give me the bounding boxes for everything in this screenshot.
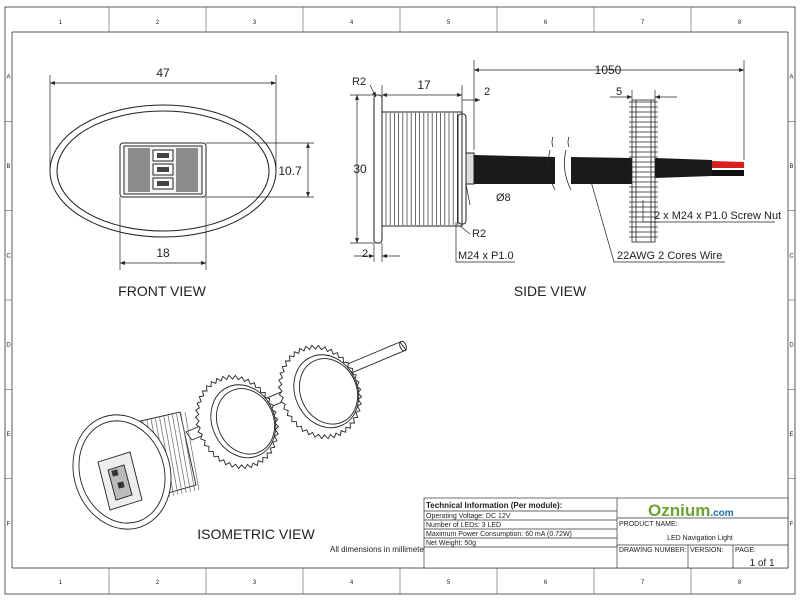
side-dim-r2-bottom: R2 — [472, 228, 486, 240]
isometric-view — [72, 340, 407, 530]
side-dim-nut-thickness: 5 — [616, 86, 622, 98]
front-dim-height: 10.7 — [278, 164, 302, 178]
front-dim-width: 47 — [156, 66, 170, 80]
spec-weight: Net Weight: 50g — [426, 540, 476, 547]
side-view-title: SIDE VIEW — [514, 283, 587, 299]
side-dim-thread-length: 17 — [417, 78, 431, 92]
side-wire-grommet — [465, 152, 475, 185]
drawing-number-label: DRAWING NUMBER: — [619, 547, 687, 554]
border-column-label: 5 — [447, 580, 451, 586]
border-column-label: 2 — [156, 20, 160, 26]
side-dim-flange-offset: 2 — [484, 86, 490, 98]
side-dim-height: 30 — [353, 162, 367, 176]
side-view-dimensions — [350, 60, 775, 263]
side-flange — [373, 94, 383, 244]
border-row-label: A — [6, 75, 10, 81]
front-inner-ellipse — [56, 110, 270, 232]
border-column-label: 7 — [641, 580, 645, 586]
spec-power: Maximum Power Consumption: 60 mA (0.72W) — [426, 531, 572, 538]
border-row-label: E — [6, 432, 10, 438]
border-column-label: 1 — [59, 20, 63, 26]
front-view — [49, 104, 277, 238]
version-label: VERSION: — [690, 547, 724, 554]
product-name: LED Navigation Light — [667, 535, 733, 542]
spec-led-count: Number of LEDs: 3 LED — [426, 522, 501, 529]
side-wire — [474, 136, 744, 191]
front-dim-led-width: 18 — [156, 246, 170, 260]
side-dim-flange: 2 — [362, 248, 368, 260]
iso-screw-nut-1 — [194, 374, 280, 470]
border-row-label: A — [789, 75, 793, 81]
border-row-label: C — [6, 253, 11, 259]
iso-flange-inner — [78, 420, 166, 524]
isometric-view-title: ISOMETRIC VIEW — [197, 526, 315, 542]
side-dim-wire-diameter: Ø8 — [496, 192, 511, 204]
dimensions-note: All dimensions in millimeters — [330, 545, 430, 554]
border-column-label: 7 — [641, 20, 645, 26]
border-row-label: D — [6, 343, 11, 349]
side-thread-body — [381, 111, 463, 227]
oznium-logo-main: Oznium — [648, 501, 710, 520]
border-column-label: 5 — [447, 20, 451, 26]
border-column-label: 1 — [59, 580, 63, 586]
border-row-label: B — [789, 164, 793, 170]
front-view-title: FRONT VIEW — [118, 283, 206, 299]
border-column-label: 8 — [738, 580, 742, 586]
oznium-logo-suffix: .com — [710, 508, 733, 519]
side-thread-lines — [385, 113, 458, 225]
led-board-right — [176, 148, 198, 192]
border-row-label: B — [6, 164, 10, 170]
border-row-label: E — [789, 432, 793, 438]
border-row-label: C — [789, 253, 794, 259]
side-view — [373, 94, 475, 244]
side-dim-total-length: 1050 — [595, 63, 622, 77]
border-row-label: D — [789, 343, 794, 349]
page-label: PAGE: — [735, 547, 756, 554]
border-row-label: F — [7, 521, 11, 527]
oznium-logo: Oznium.com — [648, 501, 734, 520]
border-column-label: 3 — [253, 20, 257, 26]
led-window-frame — [119, 142, 207, 198]
border-column-label: 4 — [350, 20, 354, 26]
border-column-label: 4 — [350, 580, 354, 586]
page-value: 1 of 1 — [749, 558, 774, 569]
border-column-label: 6 — [544, 580, 548, 586]
iso-screw-nut-2 — [277, 344, 363, 440]
tech-info-title: Technical Information (Per module): — [426, 501, 562, 510]
side-dim-r2-top: R2 — [352, 76, 366, 88]
side-screw-nut — [629, 99, 658, 243]
wire-red — [712, 161, 744, 168]
spec-voltage: Operating Voltage: DC 12V — [426, 513, 511, 520]
title-block — [423, 497, 789, 569]
front-view-dimensions — [49, 75, 314, 270]
border-ticks — [5, 7, 795, 594]
product-name-label: PRODUCT NAME: — [619, 521, 678, 528]
border-column-label: 3 — [253, 580, 257, 586]
wire-black — [712, 170, 744, 176]
border-column-label: 8 — [738, 20, 742, 26]
front-outer-ellipse — [49, 104, 277, 238]
side-label-wire: 22AWG 2 Cores Wire — [617, 250, 722, 262]
side-label-nut: 2 x M24 x P1.0 Screw Nut — [654, 210, 781, 222]
border-column-label: 6 — [544, 20, 548, 26]
border-column-label: 2 — [156, 580, 160, 586]
led-board-left — [128, 148, 150, 192]
border-row-label: F — [790, 521, 794, 527]
side-label-thread: M24 x P1.0 — [458, 250, 514, 262]
